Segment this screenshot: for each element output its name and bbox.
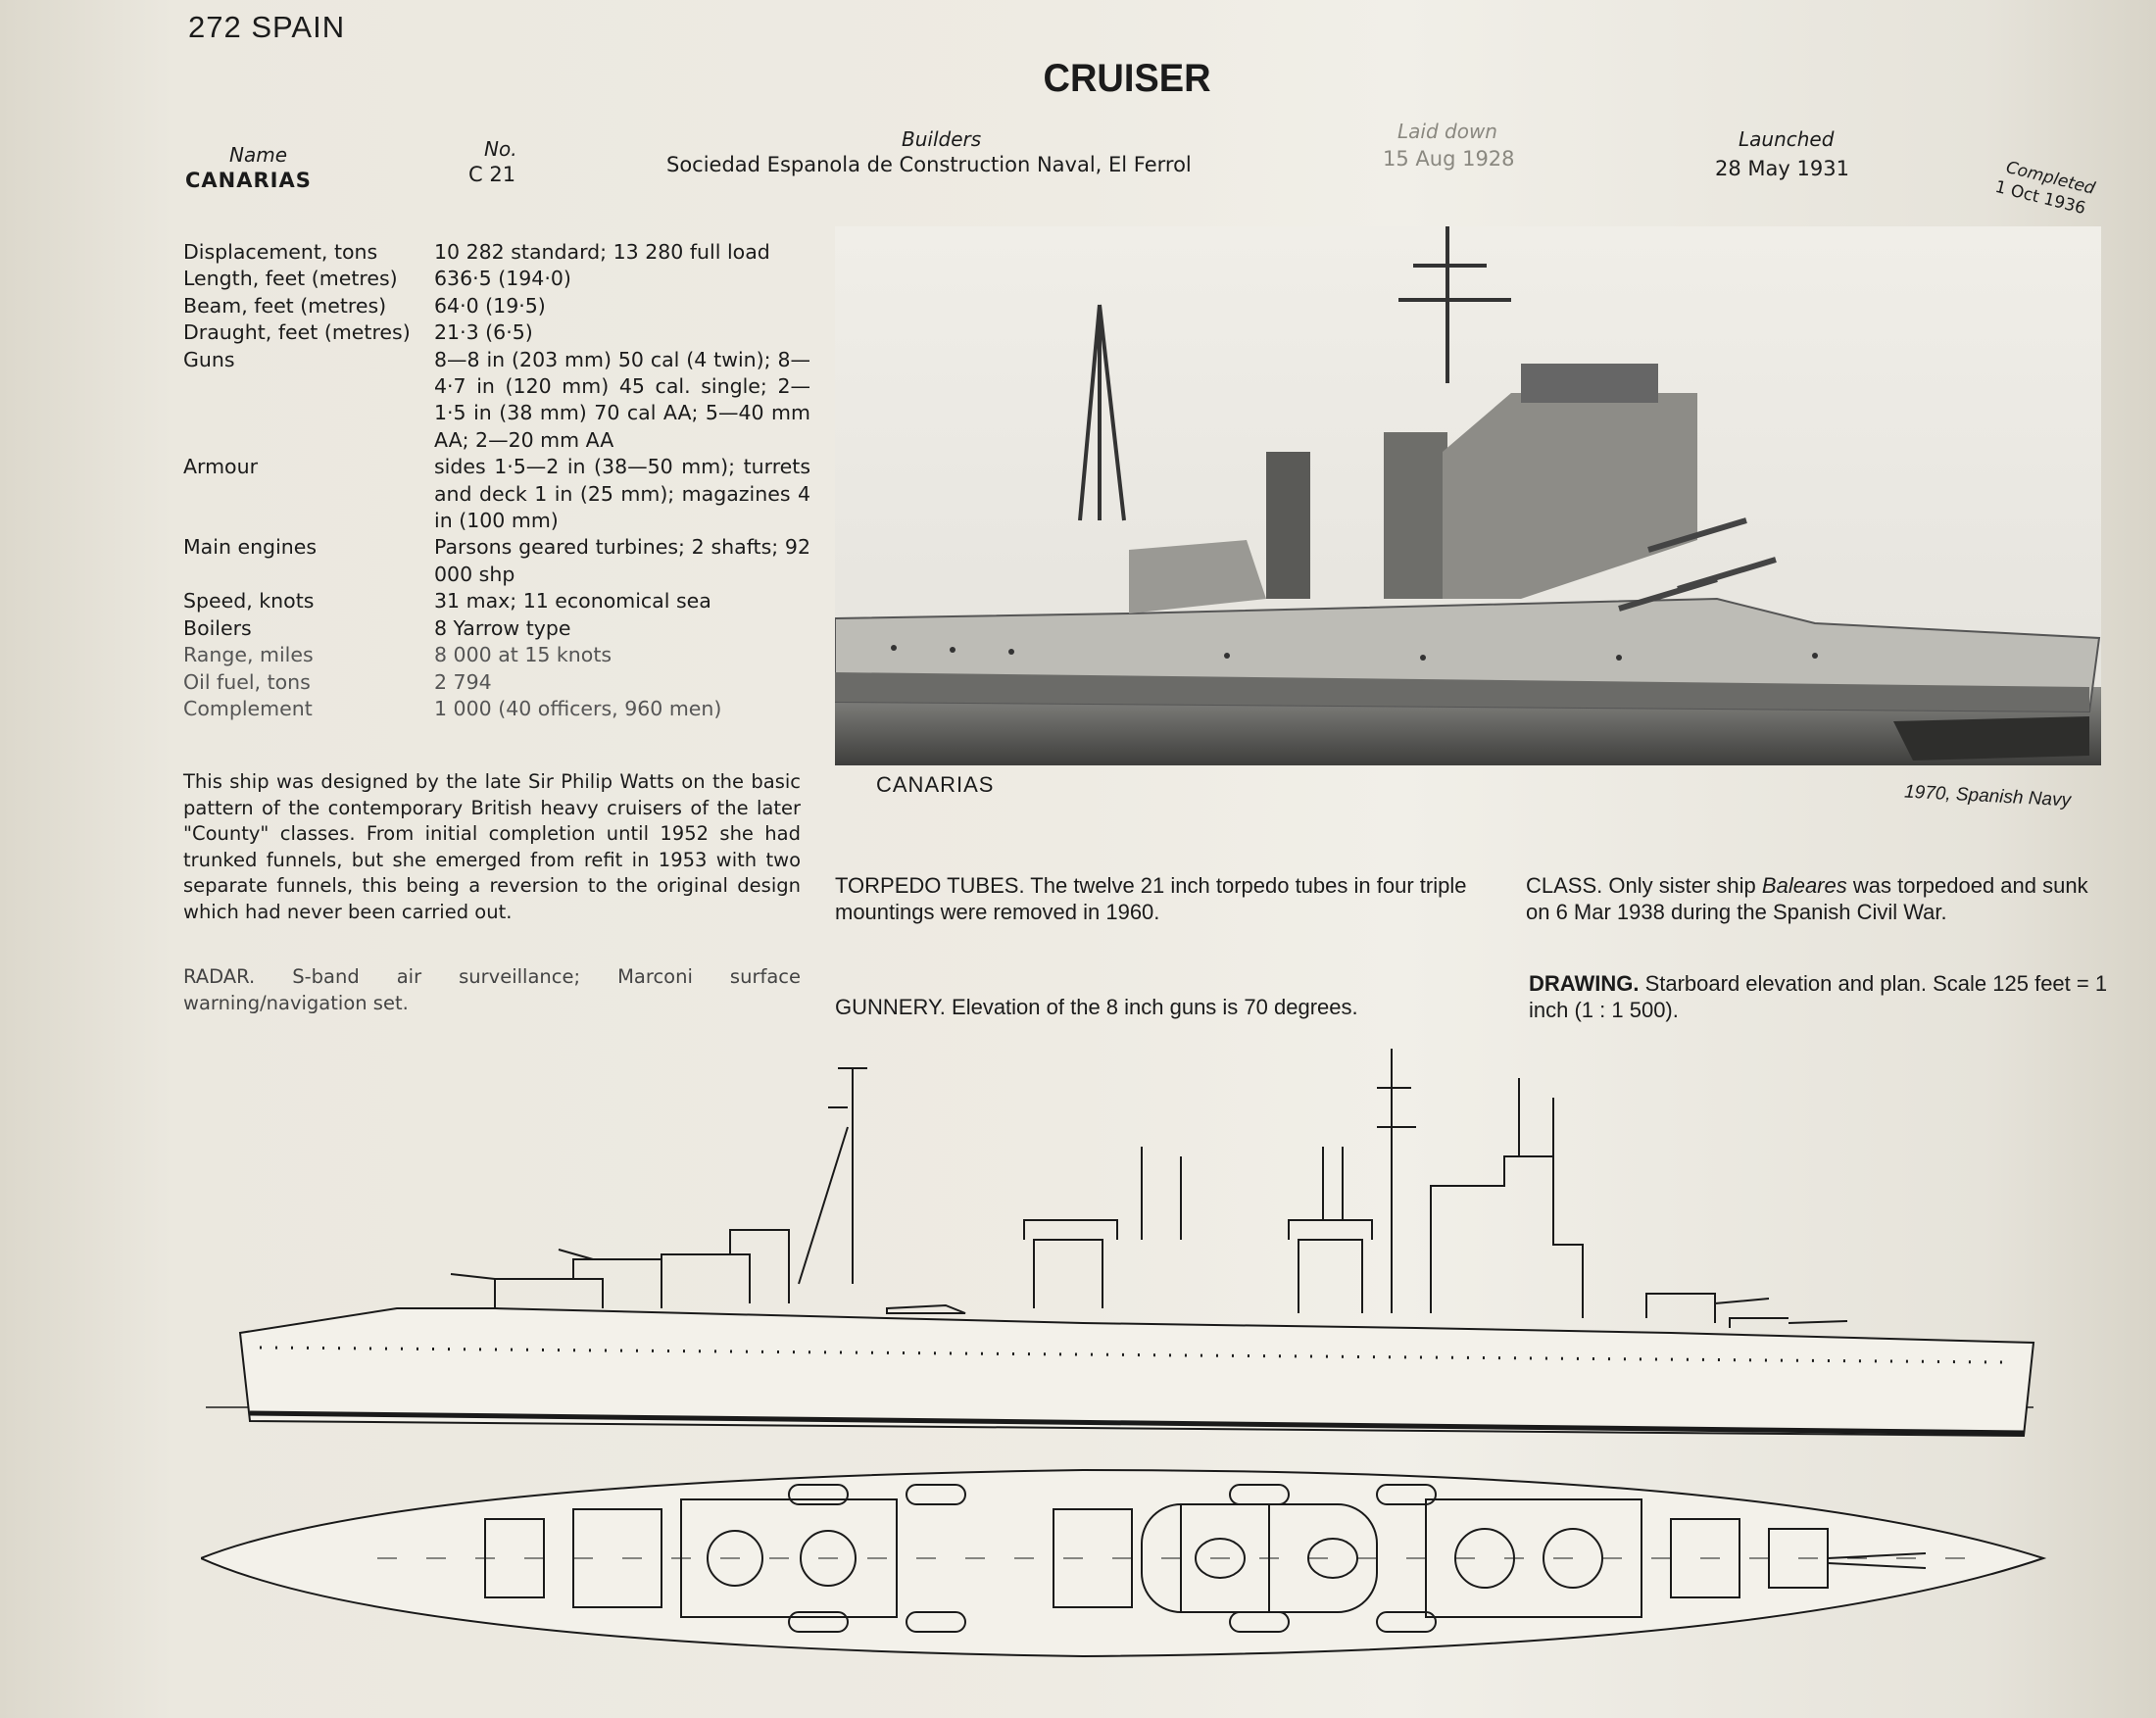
gunnery-note: GUNNERY. Elevation of the 8 inch guns is… [835,994,1521,1020]
spec-label: Beam, feet (metres) [183,293,387,318]
spec-label: Boilers [183,615,252,640]
completed-block: Completed 1 Oct 1936 [1993,157,2097,221]
spec-row: Armour sides 1·5—2 in (38—50 mm); turrets… [183,454,810,534]
description: This ship was designed by the late Sir P… [183,770,801,923]
ship-line-drawing [201,1049,2047,1658]
spec-row: Boilers 8 Yarrow type [183,615,810,642]
builders-label: Builders [902,127,982,151]
spec-label: Speed, knots [183,589,315,614]
spec-value: 31 max; 11 economical sea [434,589,711,614]
drawing-note: DRAWING. Starboard elevation and plan. S… [1529,970,2117,1023]
radar-note: RADAR. S-band air surveillance; Marconi … [183,964,801,1016]
gunnery-text: Elevation of the 8 inch guns is 70 degre… [952,995,1358,1019]
radar-text: S-band air surveillance; Marconi surface… [183,965,801,1014]
spec-label: Guns [183,347,235,371]
spec-value: Parsons geared turbines; 2 shafts; 92 00… [434,535,810,586]
spec-label: Length, feet (metres) [183,267,398,291]
spec-value: 10 282 standard; 13 280 full load [434,240,770,264]
class-note: CLASS. Only sister ship Baleares was tor… [1526,872,2114,925]
spec-row: Displacement, tons 10 282 standard; 13 28… [183,239,810,266]
spec-value: 1 000 (40 officers, 960 men) [434,696,722,720]
spec-row: Range, miles 8 000 at 15 knots [183,642,810,668]
spec-value: 8 000 at 15 knots [434,643,612,667]
spec-row: Guns 8—8 in (203 mm) 50 cal (4 twin); 8—4… [183,347,810,455]
pennant-number: C 21 [468,163,516,186]
radar-heading: RADAR. [183,965,256,988]
spec-row: Length, feet (metres) 636·5 (194·0) [183,266,810,292]
spec-value: 21·3 (6·5) [434,320,533,345]
starboard-elevation [206,1049,2035,1438]
torpedo-text: The twelve 21 inch torpedo tubes in four… [835,873,1467,924]
class-text-after: was torpedoed and sunk on 6 Mar 1938 dur… [1526,873,2088,924]
spec-label: Draught, feet (metres) [183,320,411,345]
spec-label: Range, miles [183,643,314,667]
spec-row: Complement 1 000 (40 officers, 960 men) [183,696,810,722]
page-title: CRUISER [1043,57,1211,100]
name-label: Name [229,143,288,167]
spec-row: Oil fuel, tons 2 794 [183,669,810,696]
photo-credit: 1970, Spanish Navy [1903,781,2072,811]
launched: 28 May 1931 [1715,157,1849,180]
spec-value: 8 Yarrow type [434,615,571,640]
photo-caption: CANARIAS [876,772,995,797]
spec-row: Main engines Parsons geared turbines; 2 s… [183,534,810,588]
laid-down: 15 Aug 1928 [1383,147,1515,171]
laid-down-label: Laid down [1397,120,1497,143]
drawing-heading: DRAWING. [1529,971,1640,996]
no-label: No. [484,137,517,161]
ship-photo [835,226,2101,765]
spec-value: 2 794 [434,669,492,694]
country: SPAIN [251,10,346,44]
spec-value: 636·5 (194·0) [434,267,571,291]
launched-label: Launched [1739,127,1835,151]
spec-label: Oil fuel, tons [183,669,311,694]
spec-row: Beam, feet (metres) 64·0 (19·5) [183,293,810,319]
spec-row: Speed, knots 31 max; 11 economical sea [183,588,810,614]
drawing-text: Starboard elevation and plan. Scale 125 … [1529,971,2108,1022]
spec-row: Draught, feet (metres) 21·3 (6·5) [183,319,810,346]
spec-label: Armour [183,455,259,479]
deck-plan [201,1468,2047,1658]
page-header: 272 SPAIN [188,10,345,45]
torpedo-note: TORPEDO TUBES. The twelve 21 inch torped… [835,872,1501,925]
spec-value: 64·0 (19·5) [434,293,546,318]
specifications: Displacement, tons 10 282 standard; 13 28… [183,239,810,722]
builders: Sociedad Espanola de Construction Naval,… [666,153,1192,176]
torpedo-heading: TORPEDO TUBES. [835,873,1025,898]
spec-label: Displacement, tons [183,240,378,264]
spec-value: sides 1·5—2 in (38—50 mm); turrets and d… [434,455,810,533]
gunnery-heading: GUNNERY. [835,995,946,1019]
spec-value: 8—8 in (203 mm) 50 cal (4 twin); 8—4·7 i… [434,347,810,452]
spec-label: Main engines [183,535,318,560]
sister-ship-name: Baleares [1761,873,1847,898]
page-number: 272 [188,10,242,44]
spec-label: Complement [183,696,313,720]
class-heading: CLASS. [1526,873,1603,898]
class-text-before: Only sister ship [1608,873,1756,898]
ship-name: CANARIAS [185,169,312,192]
